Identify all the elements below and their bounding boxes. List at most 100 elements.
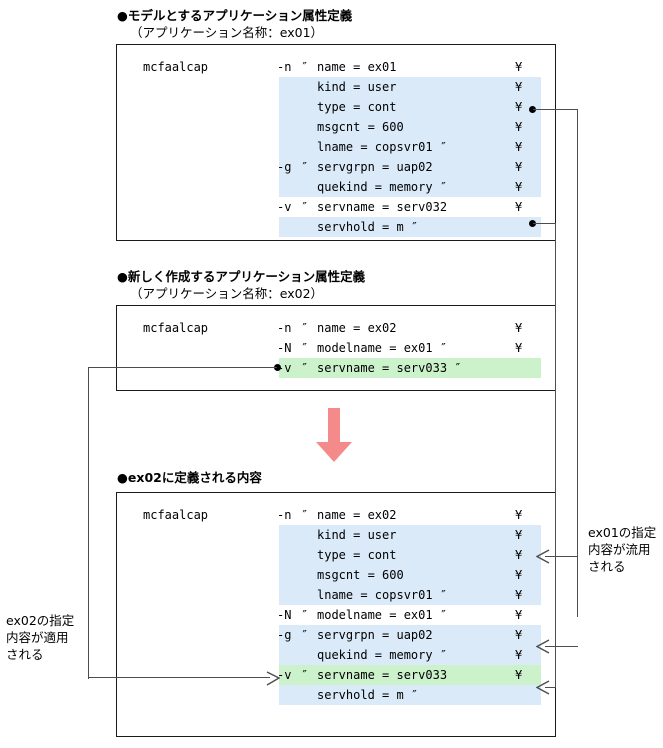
code-row-highlight-blue <box>279 77 541 97</box>
code-text: modelname = ex01 ″ <box>317 341 448 355</box>
code-continuation-yen: ¥ <box>515 120 523 134</box>
connector-line-right-trunk-a <box>577 109 579 617</box>
code-row: -v″servname = serv033 ″ <box>117 358 555 378</box>
annotation-left-line3: される <box>6 647 44 662</box>
code-row: -N″modelname = ex01 ″¥ <box>117 338 555 358</box>
code-box-result: mcfaalcap-n″name = ex02¥kind = user¥type… <box>116 492 556 737</box>
code-row: quekind = memory ″¥ <box>117 645 555 665</box>
connector-line-right-trunk-b <box>555 223 557 688</box>
code-row-highlight-blue <box>279 565 541 585</box>
code-quote-mark: ″ <box>301 628 309 642</box>
annotation-left-line2: 内容が適用 <box>6 630 69 645</box>
code-row: -g ″ servgrpn = uap02 ¥ <box>117 157 555 177</box>
annotation-left: ex02の指定 内容が適用 される <box>6 612 74 663</box>
code-row: type = cont¥ <box>117 545 555 565</box>
code-row: -N″modelname = ex01 ″¥ <box>117 605 555 625</box>
code-option-flag: -v <box>277 668 292 682</box>
code-rows-result: mcfaalcap-n″name = ex02¥kind = user¥type… <box>117 493 555 736</box>
code-row: -v″servname = serv033¥ <box>117 665 555 685</box>
code-box-new: mcfaalcap-n″name = ex02¥-N″modelname = e… <box>116 305 556 391</box>
code-continuation-yen: ¥ <box>515 80 523 94</box>
code-option-flag: -n <box>277 508 292 522</box>
code-row: msgcnt = 600 ¥ <box>117 565 555 585</box>
code-text: lname = copsvr01 ″ <box>317 588 448 602</box>
code-text: quekind = memory ″ <box>317 180 448 194</box>
code-quote-mark: ″ <box>301 160 309 174</box>
code-row-highlight-blue <box>279 585 541 605</box>
code-continuation-yen: ¥ <box>515 628 523 642</box>
code-row-highlight-blue <box>279 525 541 545</box>
code-continuation-yen: ¥ <box>515 568 523 582</box>
annotation-right-line1: ex01の指定 <box>588 525 657 540</box>
code-text: msgcnt = 600 <box>317 568 404 582</box>
code-row: type = cont¥ <box>117 97 555 117</box>
code-text: servname = serv032 <box>317 200 448 214</box>
arrowhead-result-blue1-icon <box>535 549 550 564</box>
code-row-highlight-green <box>279 665 541 685</box>
code-text: servname = serv033 ″ <box>317 361 462 375</box>
code-text: kind = user <box>317 528 397 542</box>
code-continuation-yen: ¥ <box>515 508 523 522</box>
annotation-left-line1: ex02の指定 <box>6 613 75 628</box>
code-option-flag: -N <box>277 341 292 355</box>
code-option-flag: -g <box>277 628 292 642</box>
code-row: mcfaalcap-n″name = ex02¥ <box>117 318 555 338</box>
code-continuation-yen: ¥ <box>515 180 523 194</box>
code-row: -g″servgrpn = uap02¥ <box>117 625 555 645</box>
code-quote-mark: ″ <box>301 200 309 214</box>
code-row: mcfaalcap-n″name = ex01¥ <box>117 57 555 77</box>
code-continuation-yen: ¥ <box>515 140 523 154</box>
code-row-highlight-blue <box>279 117 541 137</box>
arrowhead-result-servname-icon <box>266 671 281 686</box>
connector-dot-model-servhold <box>529 220 536 227</box>
code-continuation-yen: ¥ <box>515 548 523 562</box>
code-text: name = ex01 <box>317 60 397 74</box>
code-option-flag: -g <box>277 160 292 174</box>
code-continuation-yen: ¥ <box>515 668 523 682</box>
code-continuation-yen: ¥ <box>515 648 523 662</box>
code-row-highlight-blue <box>279 97 541 117</box>
code-continuation-yen: ¥ <box>515 100 523 114</box>
code-text: servgrpn = uap02 <box>317 160 433 174</box>
code-text: modelname = ex01 ″ <box>317 608 448 622</box>
code-continuation-yen: ¥ <box>515 160 523 174</box>
code-continuation-yen: ¥ <box>515 60 523 74</box>
code-continuation-yen: ¥ <box>515 200 523 214</box>
section-subheading-model: （アプリケーション名称：ex01） <box>130 25 324 40</box>
connector-line-result-blue2 <box>545 646 578 648</box>
code-row: quekind = memory ″ ¥ <box>117 177 555 197</box>
connector-line-left-trunk <box>88 367 90 679</box>
code-quote-mark: ″ <box>301 361 309 375</box>
code-row-highlight-blue <box>279 137 541 157</box>
code-row: lname = copsvr01 ″¥ <box>117 585 555 605</box>
code-row: -v ″ servname = serv032 ¥ <box>117 197 555 217</box>
arrowhead-result-servhold-icon <box>535 680 550 695</box>
code-quote-mark: ″ <box>301 60 309 74</box>
annotation-right: ex01の指定 内容が流用 される <box>588 524 656 575</box>
code-row-highlight-blue <box>279 157 541 177</box>
annotation-right-line3: される <box>588 559 626 574</box>
connector-line-model-blue-h <box>533 109 578 111</box>
code-command: mcfaalcap <box>143 321 209 335</box>
section-heading-model: ●モデルとするアプリケーション属性定義 <box>117 8 353 23</box>
code-option-flag: -n <box>277 321 292 335</box>
code-row-highlight-blue <box>279 645 541 665</box>
section-heading-new: ●新しく作成するアプリケーション属性定義 <box>117 269 366 284</box>
code-text: kind = user <box>317 80 397 94</box>
code-row-highlight-blue <box>279 217 541 237</box>
code-text: name = ex02 <box>317 508 397 522</box>
code-continuation-yen: ¥ <box>515 321 523 335</box>
code-continuation-yen: ¥ <box>515 528 523 542</box>
code-row-highlight-blue <box>279 625 541 645</box>
code-rows-new: mcfaalcap-n″name = ex02¥-N″modelname = e… <box>117 306 555 390</box>
annotation-right-line2: 内容が流用 <box>588 542 651 557</box>
code-option-flag: -v <box>277 200 292 214</box>
code-row: kind = user ¥ <box>117 525 555 545</box>
code-row: servhold = m ″ <box>117 685 555 705</box>
code-quote-mark: ″ <box>301 341 309 355</box>
code-row-highlight-blue <box>279 545 541 565</box>
code-row: lname = copsvr01 ″¥ <box>117 137 555 157</box>
code-text: msgcnt = 600 <box>317 120 404 134</box>
code-row: kind = user ¥ <box>117 77 555 97</box>
code-command: mcfaalcap <box>143 60 209 74</box>
